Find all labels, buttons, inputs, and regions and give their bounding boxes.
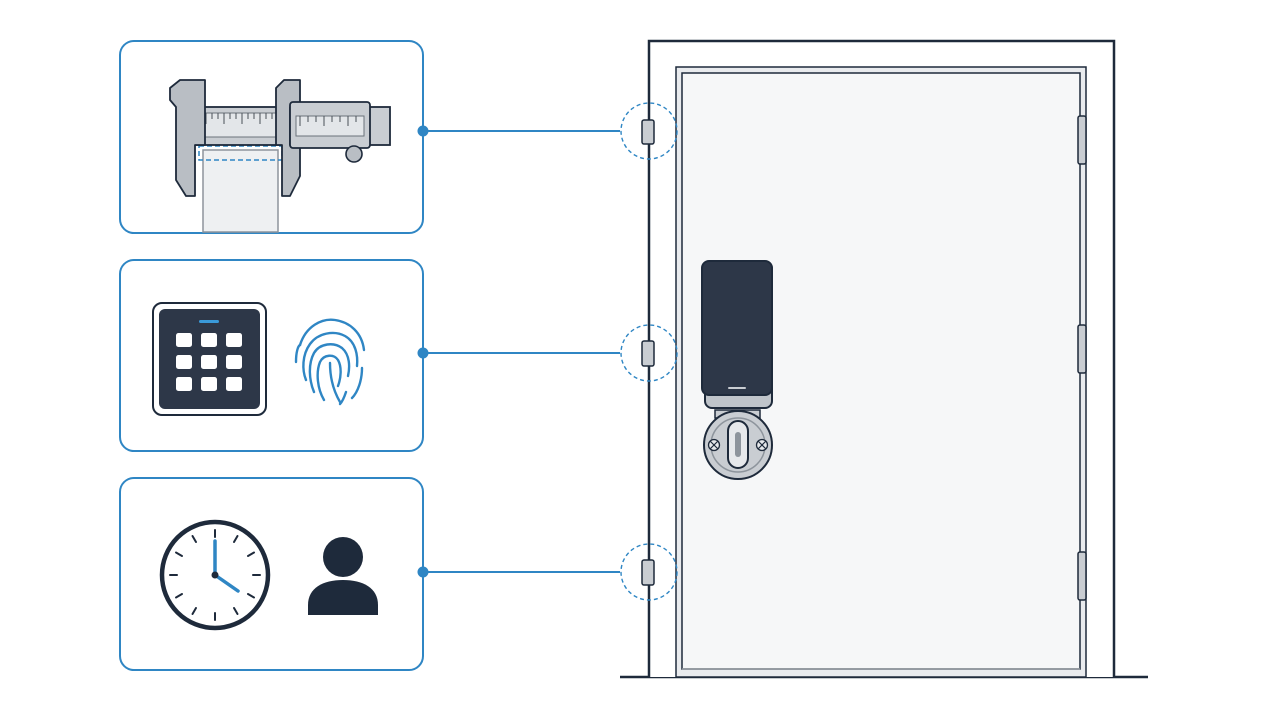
smart-lock-reader [701,260,773,409]
connector-bottom [417,566,620,578]
hinge-top [620,102,678,160]
clock-icon [159,519,271,631]
connector-top [417,125,620,137]
screw-right [755,438,769,452]
deadbolt-thumbturn [703,409,773,480]
door-assembly [620,39,1148,679]
caliper-icon [169,79,391,233]
right-hinges [1077,115,1087,601]
fingerprint-icon [294,318,366,406]
keypad-icon [152,302,267,416]
hinge-middle [620,324,678,382]
user-icon [308,537,378,615]
hinge-bottom [620,543,678,601]
connector-middle [417,347,620,359]
screw-left [707,438,721,452]
